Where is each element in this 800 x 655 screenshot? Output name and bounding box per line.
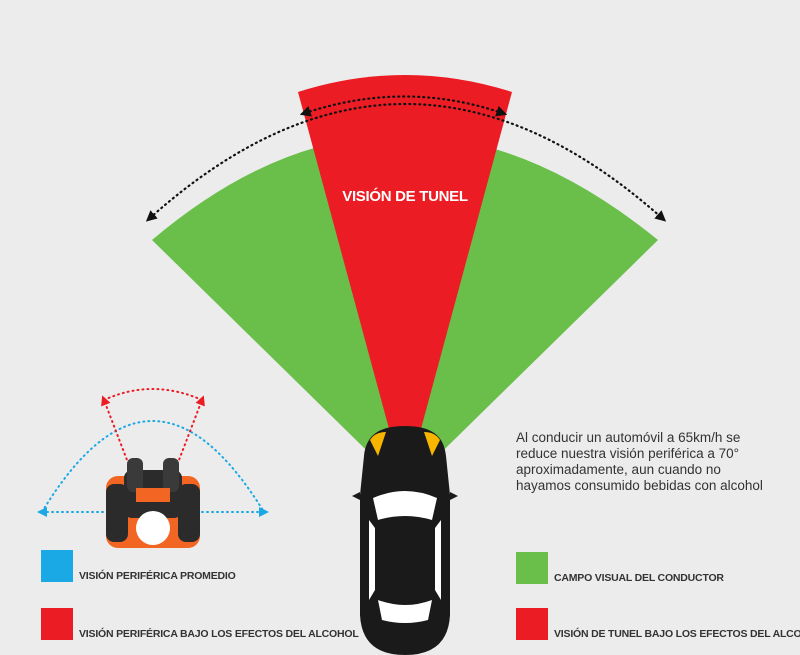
alcohol-peripheral-arc: [103, 388, 203, 401]
tunnel-vision-sector: [298, 75, 512, 488]
legend-driver-field: CAMPO VISUAL DEL CONDUCTOR: [516, 552, 724, 584]
legend-alcohol-peripheral: VISIÓN PERIFÉRICA BAJO LOS EFECTOS DEL A…: [41, 608, 359, 640]
legend-label-driver-field: CAMPO VISUAL DEL CONDUCTOR: [554, 572, 724, 584]
car-icon: [352, 426, 458, 655]
legend-swatch-red-tunnel: [516, 608, 548, 640]
tunnel-range-arrow: [299, 95, 508, 117]
legend-label-average-peripheral: VISIÓN PERIFÉRICA PROMEDIO: [79, 570, 236, 582]
legend-swatch-blue: [41, 550, 73, 582]
average-peripheral-arc: [41, 420, 265, 513]
legend-tunnel-alcohol: VISIÓN DE TUNEL BAJO LOS EFECTOS DEL ALC…: [516, 608, 800, 640]
legend-average-peripheral: VISIÓN PERIFÉRICA PROMEDIO: [41, 550, 236, 582]
outer-range-arrow: [145, 102, 667, 222]
driver-seat-icon: [106, 458, 200, 548]
legend-swatch-red-peripheral: [41, 608, 73, 640]
legend-label-tunnel-alcohol: VISIÓN DE TUNEL BAJO LOS EFECTOS DEL ALC…: [554, 628, 800, 640]
legend-label-alcohol-peripheral: VISIÓN PERIFÉRICA BAJO LOS EFECTOS DEL A…: [79, 628, 359, 640]
legend-swatch-green: [516, 552, 548, 584]
tunnel-vision-label: VISIÓN DE TUNEL: [342, 188, 468, 205]
description-text: Al conducir un automóvil a 65km/h se red…: [516, 430, 763, 493]
